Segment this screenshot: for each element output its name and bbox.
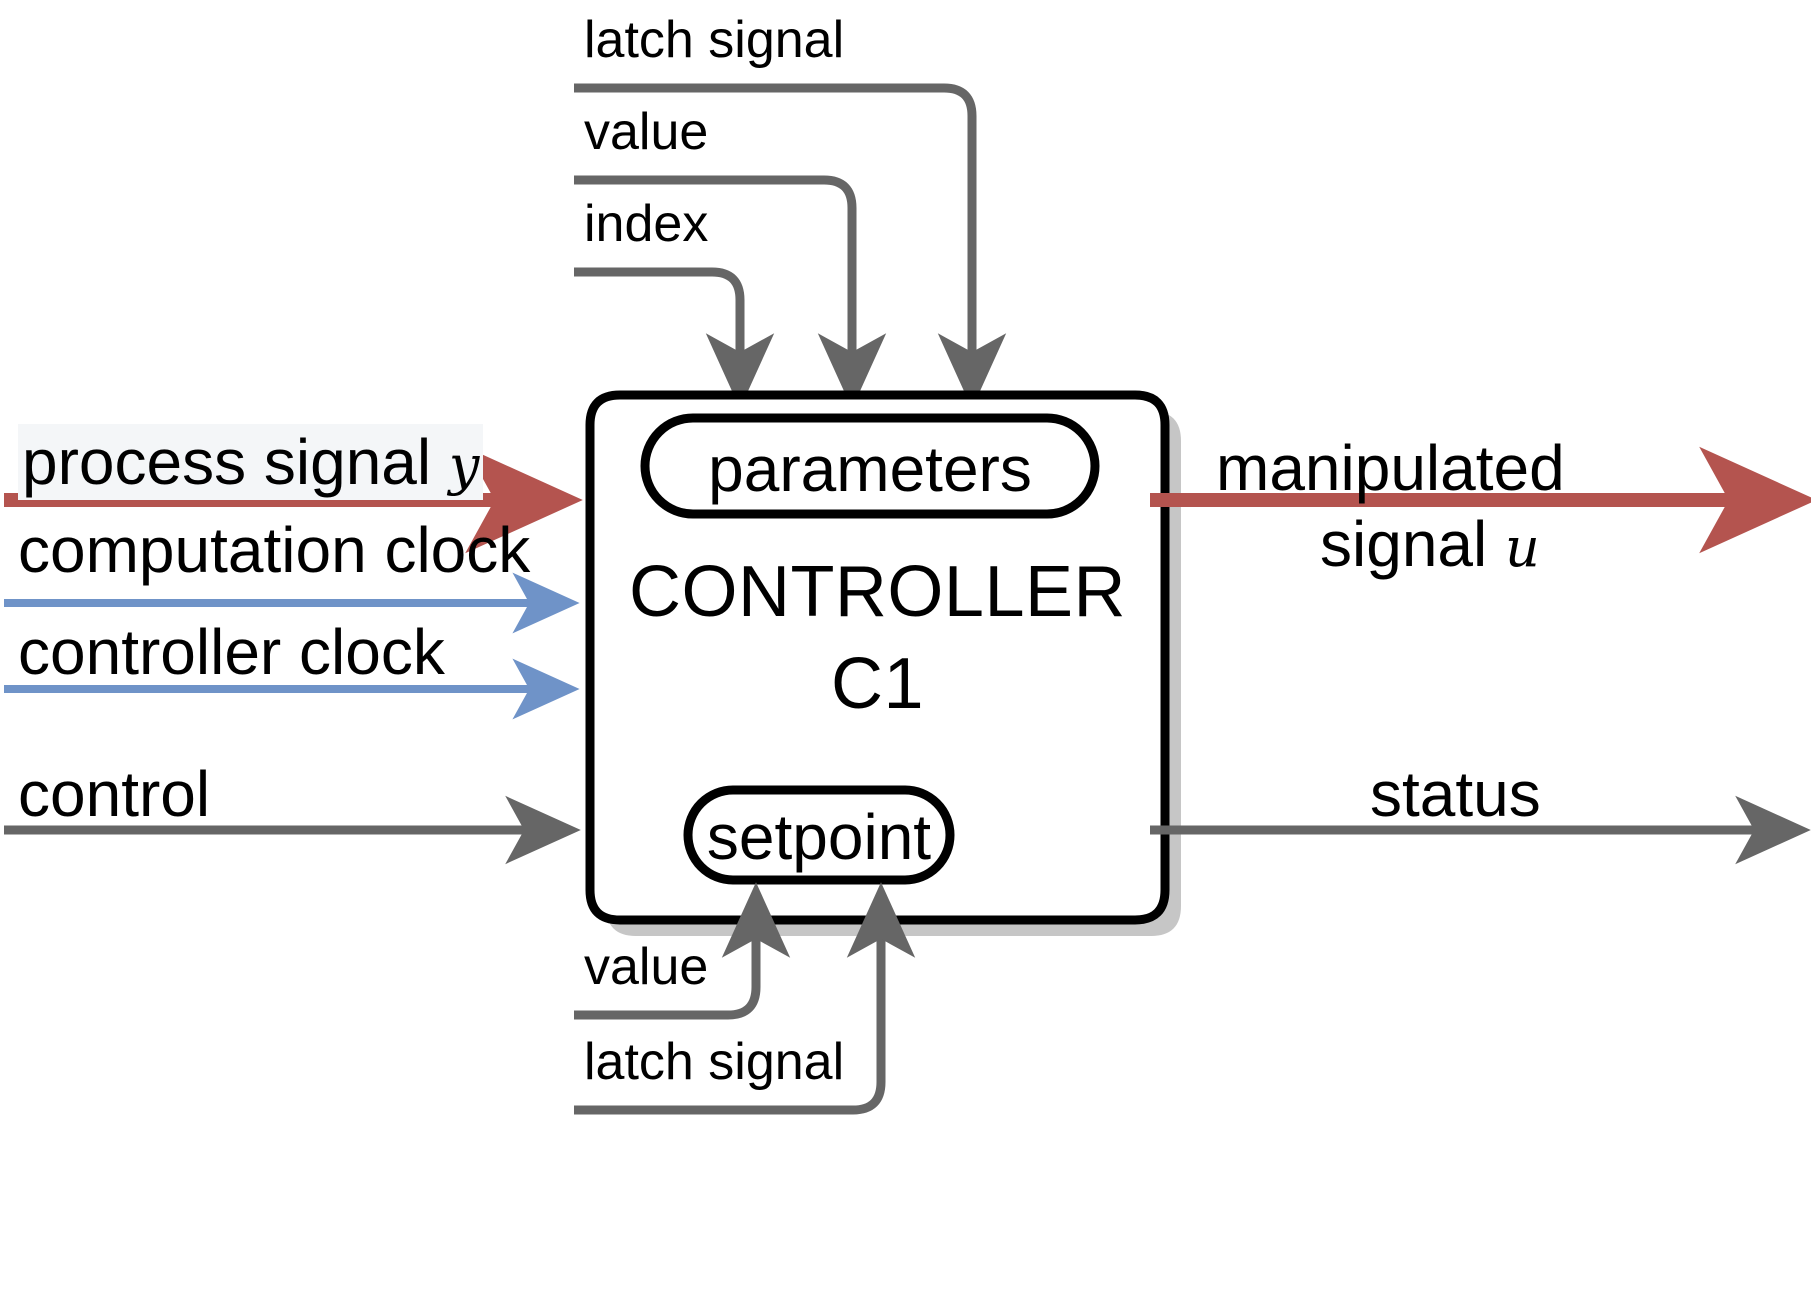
label-setpoint: setpoint	[706, 801, 932, 873]
label-process-signal-text: process signal	[22, 426, 449, 498]
wire-bottom-latch-signal	[574, 882, 916, 1115]
label-process-signal: process signal y	[18, 424, 484, 500]
wire-top-latch-signal	[574, 83, 1007, 409]
label-top-latch-signal: latch signal	[584, 11, 845, 69]
label-top-value: value	[584, 103, 709, 161]
label-control: control	[18, 758, 211, 830]
label-process-signal-variable: y	[448, 434, 480, 497]
label-manipulated-signal-text: signal	[1320, 508, 1505, 580]
label-manipulated-signal-line2: signal u	[1320, 512, 1540, 576]
label-controller-name-line1: CONTROLLER	[628, 552, 1127, 632]
label-bottom-value: value	[584, 938, 709, 996]
label-manipulated-signal-variable: u	[1505, 516, 1540, 579]
label-parameters: parameters	[708, 433, 1032, 505]
label-controller-clock: controller clock	[18, 616, 445, 688]
wire-top-index	[574, 267, 775, 409]
label-top-index: index	[584, 195, 709, 253]
wire-top-value	[574, 175, 887, 409]
setpoint-pill[interactable]	[683, 785, 955, 885]
label-manipulated-signal-line1: manipulated	[1216, 432, 1565, 504]
label-computation-clock: computation clock	[18, 514, 531, 586]
label-status: status	[1370, 758, 1541, 830]
wire-bottom-value	[574, 882, 791, 1020]
parameters-pill[interactable]	[640, 413, 1100, 519]
label-bottom-latch-signal: latch signal	[584, 1033, 845, 1091]
label-controller-name-line2: C1	[830, 644, 925, 724]
